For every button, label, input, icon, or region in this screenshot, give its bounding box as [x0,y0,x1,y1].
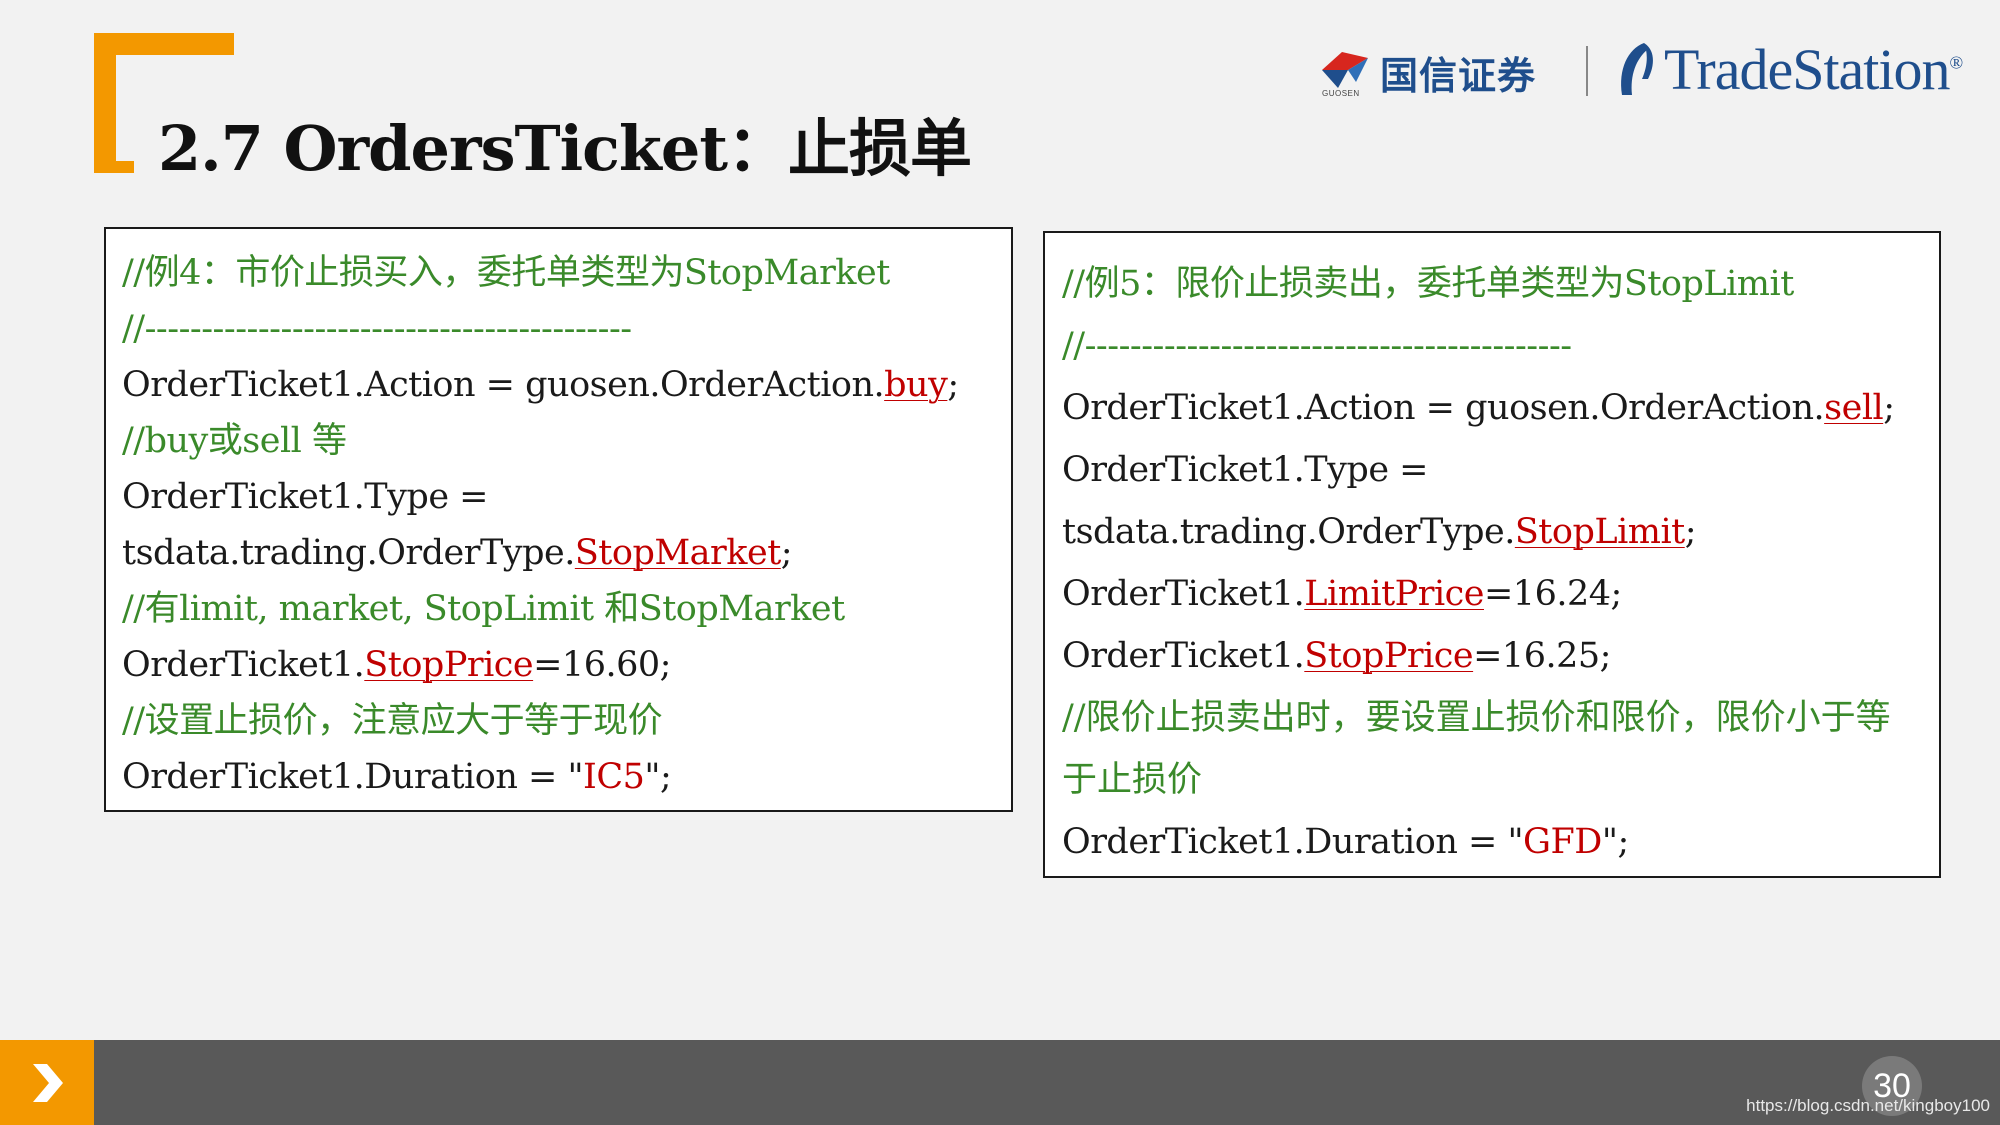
comment-line: //例4：市价止损买入，委托单类型为StopMarket [122,253,890,293]
code-box-example5: //例5：限价止损卖出，委托单类型为StopLimit //----------… [1043,231,1941,878]
footer-bar [0,1040,2000,1125]
comment-separator: //--------------------------------------… [1062,326,1572,366]
code-box-example4: //例4：市价止损买入，委托单类型为StopMarket //---------… [104,227,1013,812]
keyword-buy: buy [884,365,948,405]
guosen-logo: GUOSEN 国信证券 [1318,42,1536,102]
code-line-type: OrderTicket1.Type = [122,477,488,517]
comment-wrapped: //限价止损卖出时，要设置止损价和限价，限价小于等于止损价 [1062,698,1891,800]
slide-title: 2.7 OrdersTicket：止损单 [158,112,972,185]
code-line-action: OrderTicket1.Action = guosen.OrderAction… [122,365,959,405]
guosen-sub-label: GUOSEN [1322,89,1360,98]
code-line-ordertype: tsdata.trading.OrderType.StopMarket; [122,533,793,573]
keyword-stoplimit: StopLimit [1514,512,1685,552]
page-number: 30 [1862,1056,1922,1116]
title-bracket-decoration [94,33,256,173]
code-line-stopprice: OrderTicket1.StopPrice=16.25; [1062,636,1611,676]
logo-divider [1586,46,1588,96]
guosen-diamond-icon: GUOSEN [1318,48,1372,98]
keyword-stopprice: StopPrice [1304,636,1474,676]
code-line-type: OrderTicket1.Type = [1062,450,1428,490]
comment-line: //有limit, market, StopLimit 和StopMarket [122,589,845,629]
guosen-name: 国信证券 [1380,53,1537,98]
code-line-duration: OrderTicket1.Duration = "IC5"; [122,757,672,797]
tradestation-logo: TradeStation® [1614,36,1963,102]
code-line-duration: OrderTicket1.Duration = "GFD"; [1062,822,1629,862]
string-gfd: GFD [1523,822,1602,862]
code-line-ordertype: tsdata.trading.OrderType.StopLimit; [1062,512,1697,552]
keyword-stopprice: StopPrice [364,645,534,685]
code-line-stopprice: OrderTicket1.StopPrice=16.60; [122,645,671,685]
string-ic5: IC5 [583,757,645,797]
comment-line: //例5：限价止损卖出，委托单类型为StopLimit [1062,264,1794,304]
comment-separator: //--------------------------------------… [122,309,632,349]
comment-line: //buy或sell 等 [122,421,347,461]
code-line-action: OrderTicket1.Action = guosen.OrderAction… [1062,388,1895,428]
chevron-right-icon [0,1040,94,1125]
watermark: https://blog.csdn.net/kingboy100 [1746,1096,1990,1115]
keyword-stopmarket: StopMarket [574,533,781,573]
keyword-sell: sell [1824,388,1884,428]
tradestation-swoosh-icon [1621,43,1653,95]
keyword-limitprice: LimitPrice [1304,574,1484,614]
comment-line: //设置止损价，注意应大于等于现价 [122,701,663,741]
code-line-limitprice: OrderTicket1.LimitPrice=16.24; [1062,574,1622,614]
tradestation-name: TradeStation® [1664,36,1963,102]
